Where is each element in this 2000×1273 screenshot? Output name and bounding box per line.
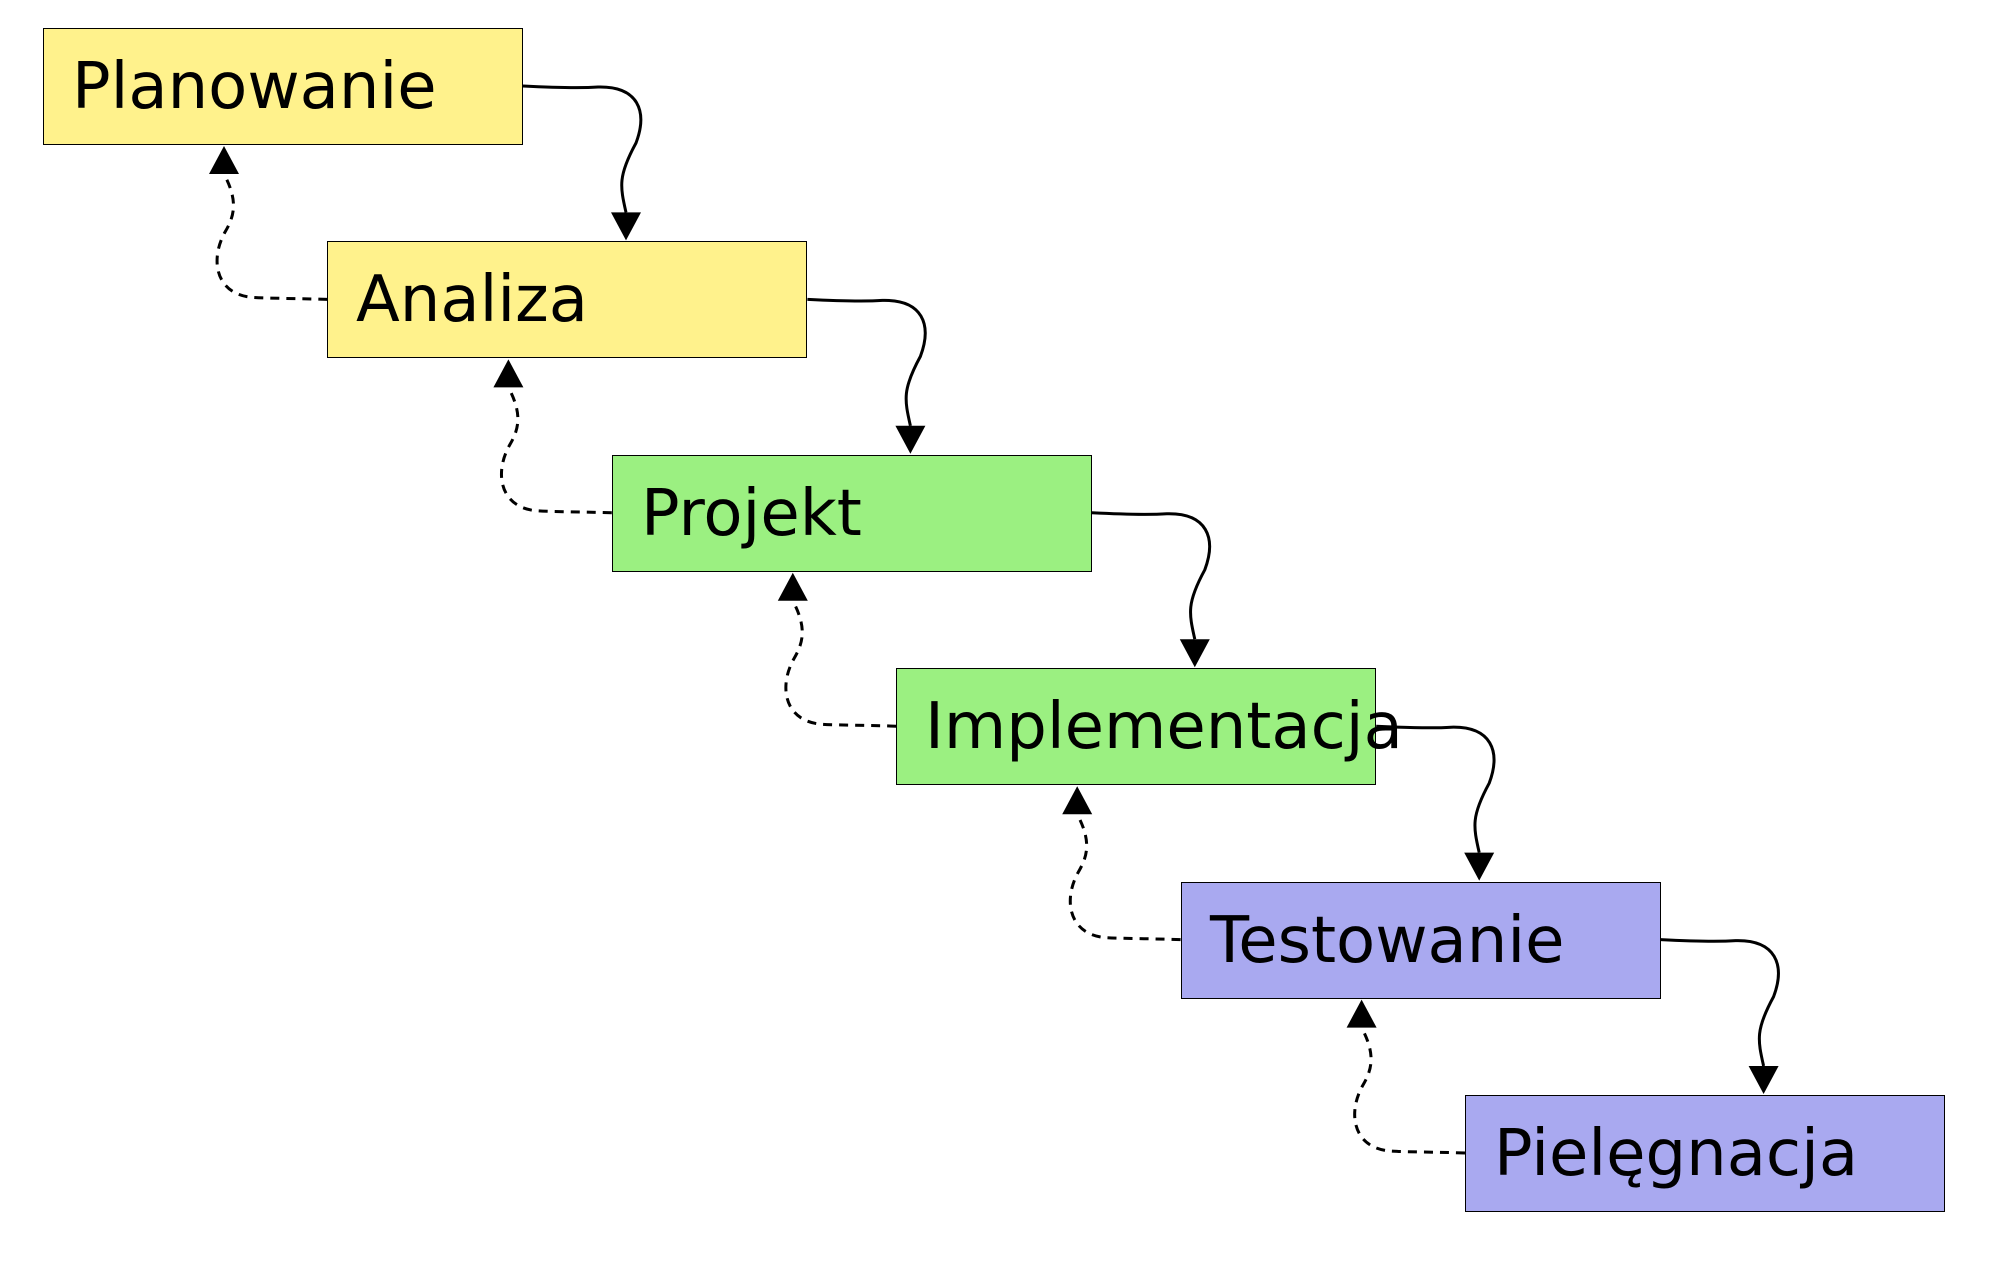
backward-arrowhead-2: [777, 572, 808, 601]
backward-connector-2: [784, 600, 897, 728]
stage-box-pielegnacja: Pielęgnacja: [1465, 1095, 1945, 1212]
backward-connector-0: [215, 173, 328, 301]
stage-label: Implementacja: [925, 689, 1403, 764]
backward-arrowhead-3: [1062, 786, 1093, 815]
forward-connector-3: [1376, 724, 1496, 853]
stage-label: Testowanie: [1210, 903, 1565, 978]
stage-box-projekt: Projekt: [612, 455, 1092, 572]
forward-arrowhead-3: [1464, 852, 1495, 881]
stage-label: Pielęgnacja: [1494, 1116, 1859, 1191]
backward-arrowhead-4: [1346, 999, 1377, 1028]
stage-box-planowanie: Planowanie: [43, 28, 523, 145]
forward-arrowhead-0: [611, 212, 641, 241]
backward-connector-1: [500, 386, 612, 515]
forward-arrowhead-2: [1179, 639, 1210, 668]
stage-label: Analiza: [356, 262, 588, 337]
stage-label: Planowanie: [72, 49, 437, 124]
stage-box-analiza: Analiza: [327, 241, 807, 358]
backward-arrowhead-1: [493, 359, 524, 388]
stage-label: Projekt: [641, 476, 862, 551]
forward-connector-0: [522, 84, 643, 213]
forward-connector-2: [1091, 511, 1212, 640]
backward-connector-3: [1068, 813, 1181, 942]
forward-arrowhead-1: [895, 425, 926, 454]
backward-connector-4: [1353, 1026, 1466, 1155]
forward-connector-4: [1660, 938, 1780, 1067]
stage-box-implementacja: Implementacja: [896, 668, 1403, 785]
backward-arrowhead-0: [209, 146, 239, 174]
stage-box-testowanie: Testowanie: [1181, 882, 1661, 999]
forward-arrowhead-4: [1748, 1066, 1779, 1094]
forward-connector-1: [807, 297, 927, 427]
